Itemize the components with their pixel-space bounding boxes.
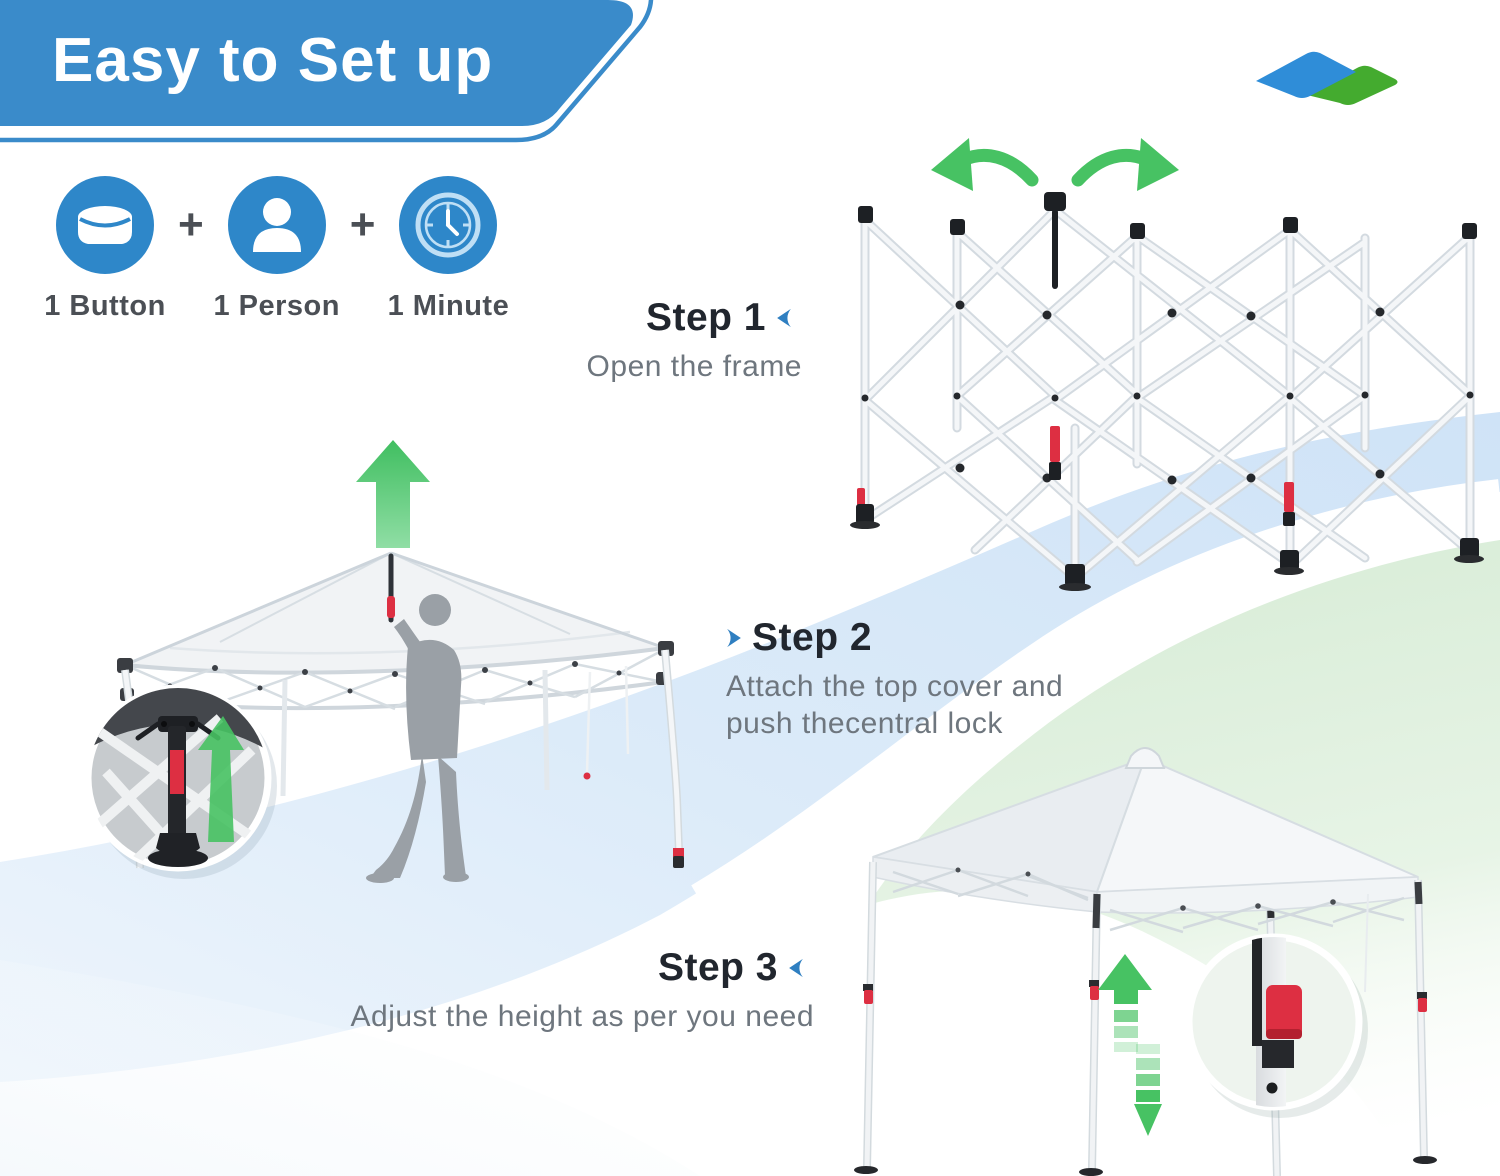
feature-minute: 1 Minute bbox=[387, 176, 509, 323]
feature-label: 1 Person bbox=[213, 290, 340, 322]
white-gap-band bbox=[691, 479, 1500, 915]
magnifier-central-lock bbox=[84, 684, 277, 879]
magnifier-up-arrow-icon bbox=[198, 716, 244, 842]
clock-icon bbox=[399, 176, 498, 274]
folded-frame-illustration bbox=[850, 138, 1484, 591]
chevron-left-icon bbox=[789, 958, 803, 977]
brand-logo-icon bbox=[1256, 51, 1398, 105]
feature-label: 1 Minute bbox=[387, 290, 510, 322]
feature-row: 1 Button + 1 Person + 1 Minute bbox=[44, 176, 509, 323]
banner-outline bbox=[0, 0, 654, 143]
plus-sign: + bbox=[349, 200, 376, 249]
blue-band bbox=[0, 412, 1500, 1082]
step-title: Step 2 bbox=[752, 616, 873, 659]
leg-height-buttons bbox=[863, 980, 1427, 1012]
step-title: Step 3 bbox=[657, 946, 778, 989]
logo-green-shape bbox=[1307, 65, 1398, 105]
eave-lattice bbox=[892, 868, 1405, 934]
tent-legs-front bbox=[854, 861, 1437, 1176]
bottom-left-wash bbox=[0, 960, 700, 1176]
frame-joints bbox=[861, 300, 1474, 485]
chevron-left-icon bbox=[777, 308, 791, 327]
leg-adjust-hole bbox=[1266, 1082, 1278, 1094]
person-icon bbox=[227, 176, 326, 274]
step-description: Adjust the height as per you need bbox=[350, 1000, 814, 1033]
frame-feet bbox=[850, 504, 1484, 591]
step-description: Open the frame bbox=[586, 350, 802, 383]
page-title: Easy to Set up bbox=[52, 26, 494, 95]
feature-label: 1 Button bbox=[44, 290, 166, 322]
step-2-title-row: Step 2 bbox=[726, 618, 1146, 657]
height-adjust-arrows-icon bbox=[1098, 954, 1162, 1136]
canopy-frame-illustration bbox=[84, 440, 684, 883]
magnifier-leg-button bbox=[1185, 933, 1368, 1118]
step-description: Attach the top cover and push thecentral… bbox=[726, 668, 1146, 742]
apex-vent-cap bbox=[1124, 747, 1166, 769]
header-banner bbox=[0, 0, 654, 143]
open-direction-arrows-icon bbox=[931, 138, 1179, 191]
red-release-button bbox=[1266, 985, 1302, 1039]
leg-feet bbox=[854, 1156, 1437, 1176]
push-up-arrow-icon bbox=[356, 440, 430, 548]
step-title: Step 1 bbox=[645, 296, 766, 339]
canopy-tent-illustration bbox=[854, 747, 1437, 1176]
step-3-block: Step 3 Adjust the height as per you need bbox=[322, 948, 814, 1035]
step-1-title-row: Step 1 bbox=[430, 298, 802, 337]
plus-sign: + bbox=[178, 200, 204, 249]
chevron-right-icon bbox=[727, 628, 741, 647]
feature-button: 1 Button bbox=[44, 176, 166, 323]
tent-roof bbox=[872, 747, 1419, 914]
eave-rope bbox=[1364, 893, 1369, 993]
button-icon bbox=[56, 176, 154, 274]
eave-joints bbox=[955, 867, 1336, 911]
banner-shape bbox=[0, 0, 633, 126]
step-3-title-row: Step 3 bbox=[322, 948, 814, 987]
feature-person: 1 Person bbox=[213, 176, 340, 323]
frame-corner-caps bbox=[858, 192, 1477, 239]
frame-red-locks bbox=[857, 426, 1295, 526]
roof-ridges bbox=[124, 551, 666, 667]
step-description-line: push thecentral lock bbox=[726, 707, 1003, 740]
step-description-line: Attach the top cover and bbox=[726, 670, 1064, 703]
logo-blue-shape bbox=[1256, 51, 1356, 98]
central-lock-pole bbox=[387, 553, 395, 623]
person-silhouette bbox=[366, 594, 469, 883]
central-lock-detail bbox=[135, 716, 221, 867]
step-2-block: Step 2 Attach the top cover and push the… bbox=[726, 618, 1146, 742]
step-1-block: Step 1 Open the frame bbox=[430, 298, 802, 385]
